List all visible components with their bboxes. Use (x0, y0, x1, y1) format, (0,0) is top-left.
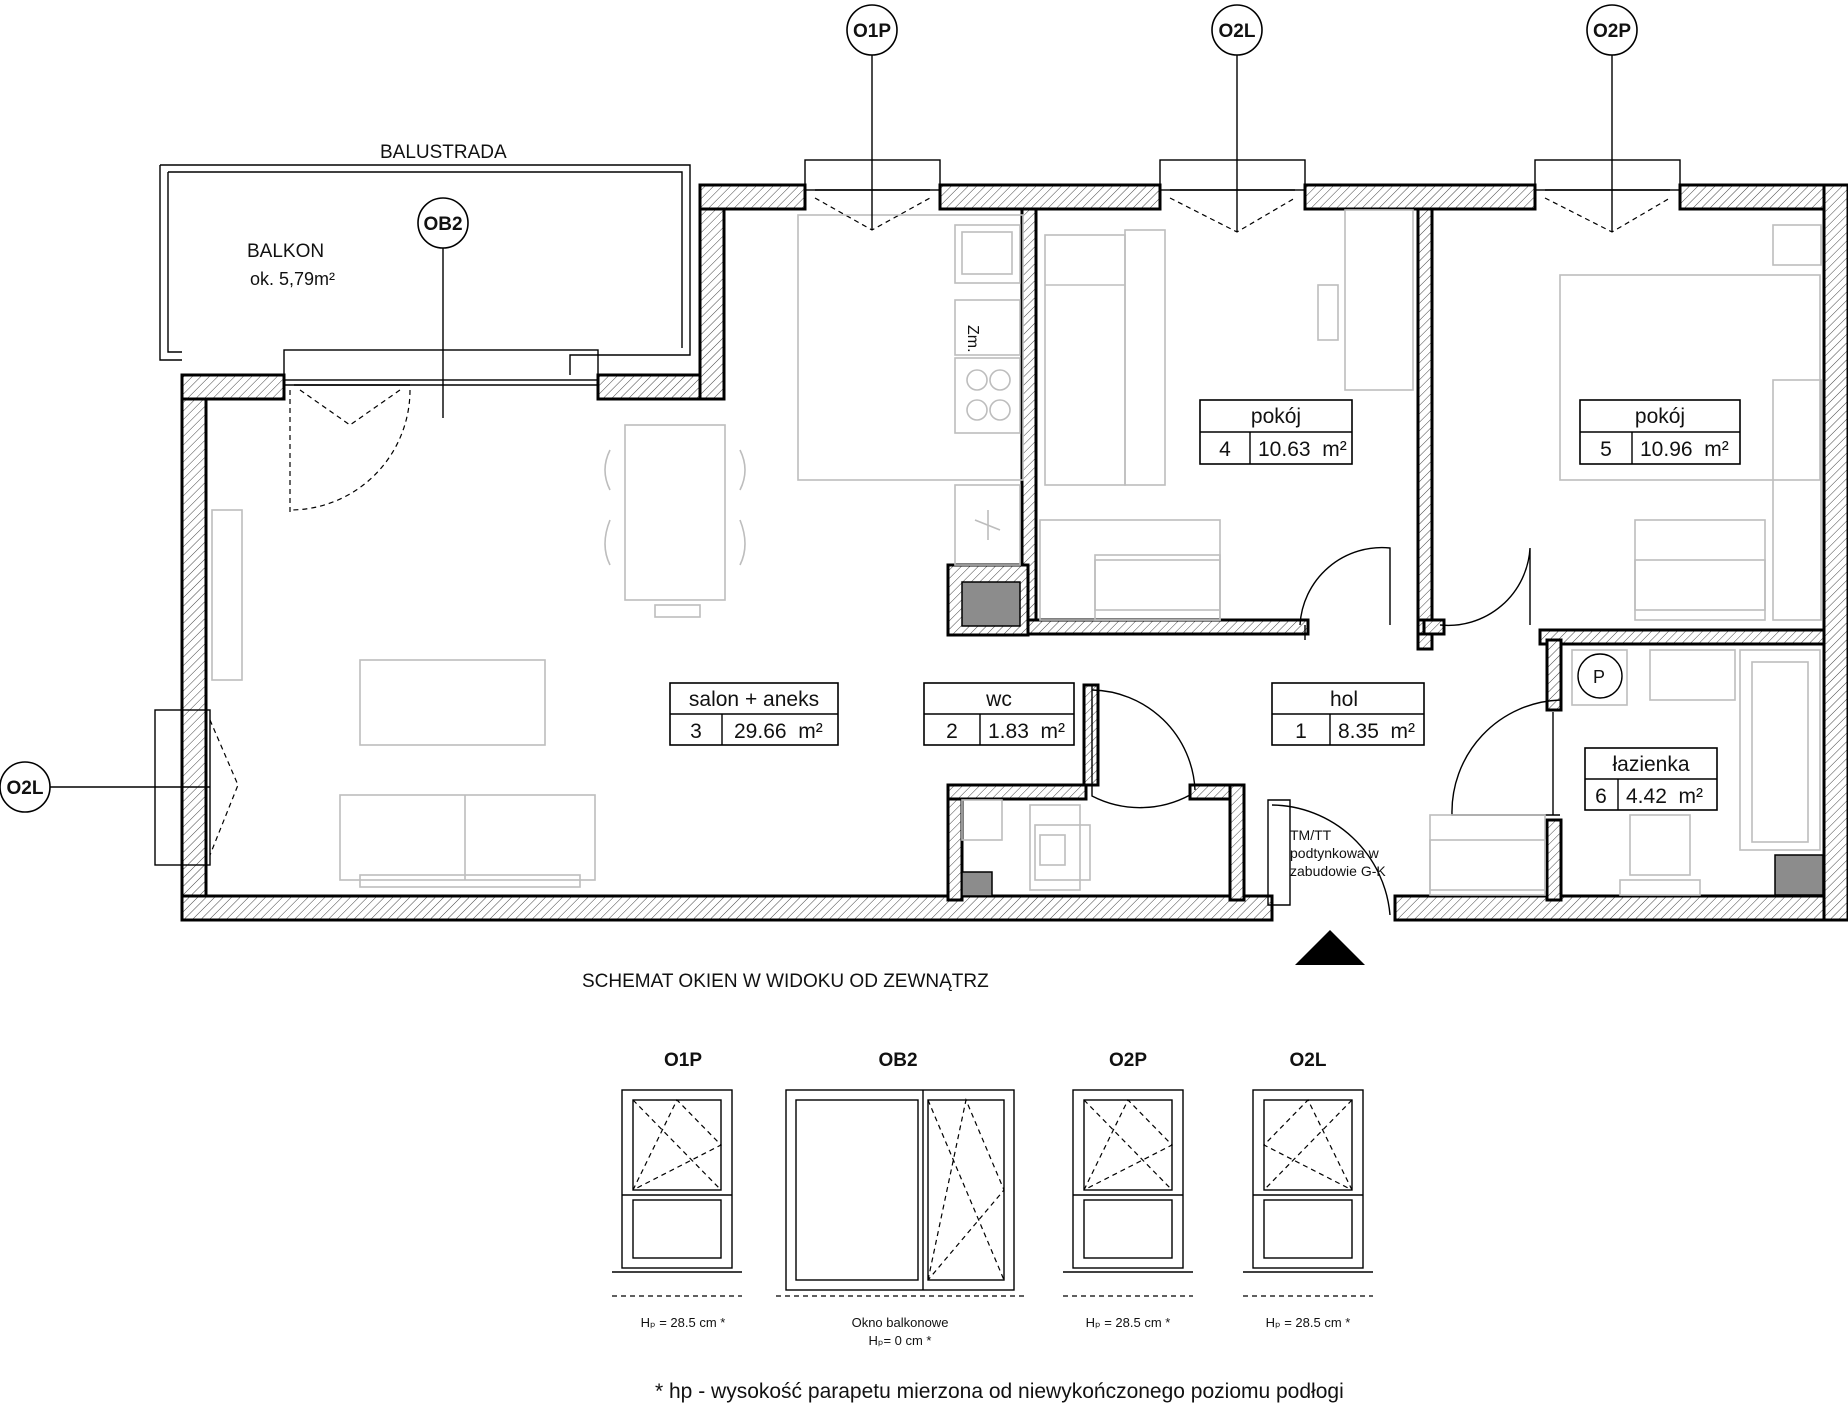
schema-window-note: Hₚ = 28.5 cm * (1086, 1315, 1171, 1330)
schema-window-o2l: O2L Hₚ = 28.5 cm * (1243, 1050, 1373, 1330)
room-label-pokoj-4: pokój 4 10.63 m² (1199, 399, 1353, 465)
schema-window-label: OB2 (878, 1050, 917, 1071)
room-area: 10.96 m² (1640, 438, 1729, 461)
schema-title: SCHEMAT OKIEN W WIDOKU OD ZEWNĄTRZ (582, 971, 989, 992)
washer-symbol (1577, 653, 1623, 699)
marker-ob2 (417, 197, 469, 249)
room-number: 6 (1595, 785, 1607, 808)
room-name: wc (985, 688, 1012, 711)
plan-windows (154, 159, 1681, 866)
room-name: pokój (1251, 405, 1301, 428)
room-number: 2 (946, 720, 958, 743)
room-label-lazienka: łazienka 6 4.42 m² (1584, 747, 1718, 811)
room-number: 3 (690, 720, 702, 743)
schema-window-label: O2L (1290, 1050, 1327, 1071)
room-label-salon: salon + aneks 3 29.66 m² (669, 682, 839, 746)
room-label-hol: hol 1 8.35 m² (1271, 682, 1425, 746)
marker-o1p-label: O1P (853, 21, 891, 42)
window-markers: O1P O2L O2P O2L OB2 (0, 4, 1638, 813)
room-area: 8.35 m² (1338, 720, 1415, 743)
marker-o2l-left-label: O2L (7, 778, 44, 799)
marker-o2l-left (0, 761, 51, 813)
fridge-label: Zm. (964, 325, 981, 353)
riser-note-line-2: podtynkowa w (1290, 845, 1380, 861)
marker-o1p (846, 4, 898, 56)
schema-window-ob2: OB2 Okno balkonowe Hₚ= 0 cm * (776, 1050, 1024, 1348)
schema-window-note-2: Hₚ= 0 cm * (868, 1333, 931, 1348)
schema-window-label: O2P (1109, 1050, 1147, 1071)
marker-o2p-label: O2P (1593, 21, 1631, 42)
riser-note-line-3: zabudowie G-K (1290, 863, 1386, 879)
entrance-arrow (1295, 930, 1365, 965)
balcony-name: BALKON (247, 241, 324, 262)
washer-label: P (1593, 667, 1605, 687)
marker-o2l-top-label: O2L (1219, 21, 1256, 42)
marker-o2p (1586, 4, 1638, 56)
room-area: 29.66 m² (734, 720, 823, 743)
schema-window-note: Hₚ = 28.5 cm * (641, 1315, 726, 1330)
schema-footnote: * hp - wysokość parapetu mierzona od nie… (655, 1380, 1344, 1403)
schema-window-label: O1P (664, 1050, 702, 1071)
exterior-walls (180, 183, 1848, 922)
room-label-wc: wc 2 1.83 m² (923, 682, 1075, 746)
room-name: hol (1330, 688, 1358, 711)
room-name: łazienka (1612, 753, 1689, 776)
schema-window-note: Okno balkonowe (852, 1315, 949, 1330)
marker-ob2-label: OB2 (423, 214, 462, 235)
balcony: BALUSTRADA BALKON ok. 5,79m² (159, 142, 691, 386)
riser-note: TM/TT podtynkowa w zabudowie G-K (1290, 827, 1386, 879)
room-number: 1 (1295, 720, 1307, 743)
room-area: 10.63 m² (1258, 438, 1347, 461)
room-label-pokoj-5: pokój 5 10.96 m² (1579, 399, 1741, 465)
balcony-area: ok. 5,79m² (250, 269, 335, 289)
schema-window-note: Hₚ = 28.5 cm * (1266, 1315, 1351, 1330)
room-area: 1.83 m² (988, 720, 1065, 743)
room-name: salon + aneks (689, 688, 819, 711)
room-number: 5 (1600, 438, 1612, 461)
schema-window-o1p: O1P Hₚ = 28.5 cm * (612, 1050, 742, 1330)
room-number: 4 (1219, 438, 1231, 461)
room-area: 4.42 m² (1626, 785, 1703, 808)
doors (1091, 546, 1561, 916)
balcony-railing-label: BALUSTRADA (380, 142, 507, 163)
radiators (1094, 559, 1766, 891)
marker-o2l-top (1211, 4, 1263, 56)
room-name: pokój (1635, 405, 1685, 428)
riser-note-line-1: TM/TT (1290, 827, 1332, 843)
schema-window-o2p: O2P Hₚ = 28.5 cm * (1063, 1050, 1193, 1330)
